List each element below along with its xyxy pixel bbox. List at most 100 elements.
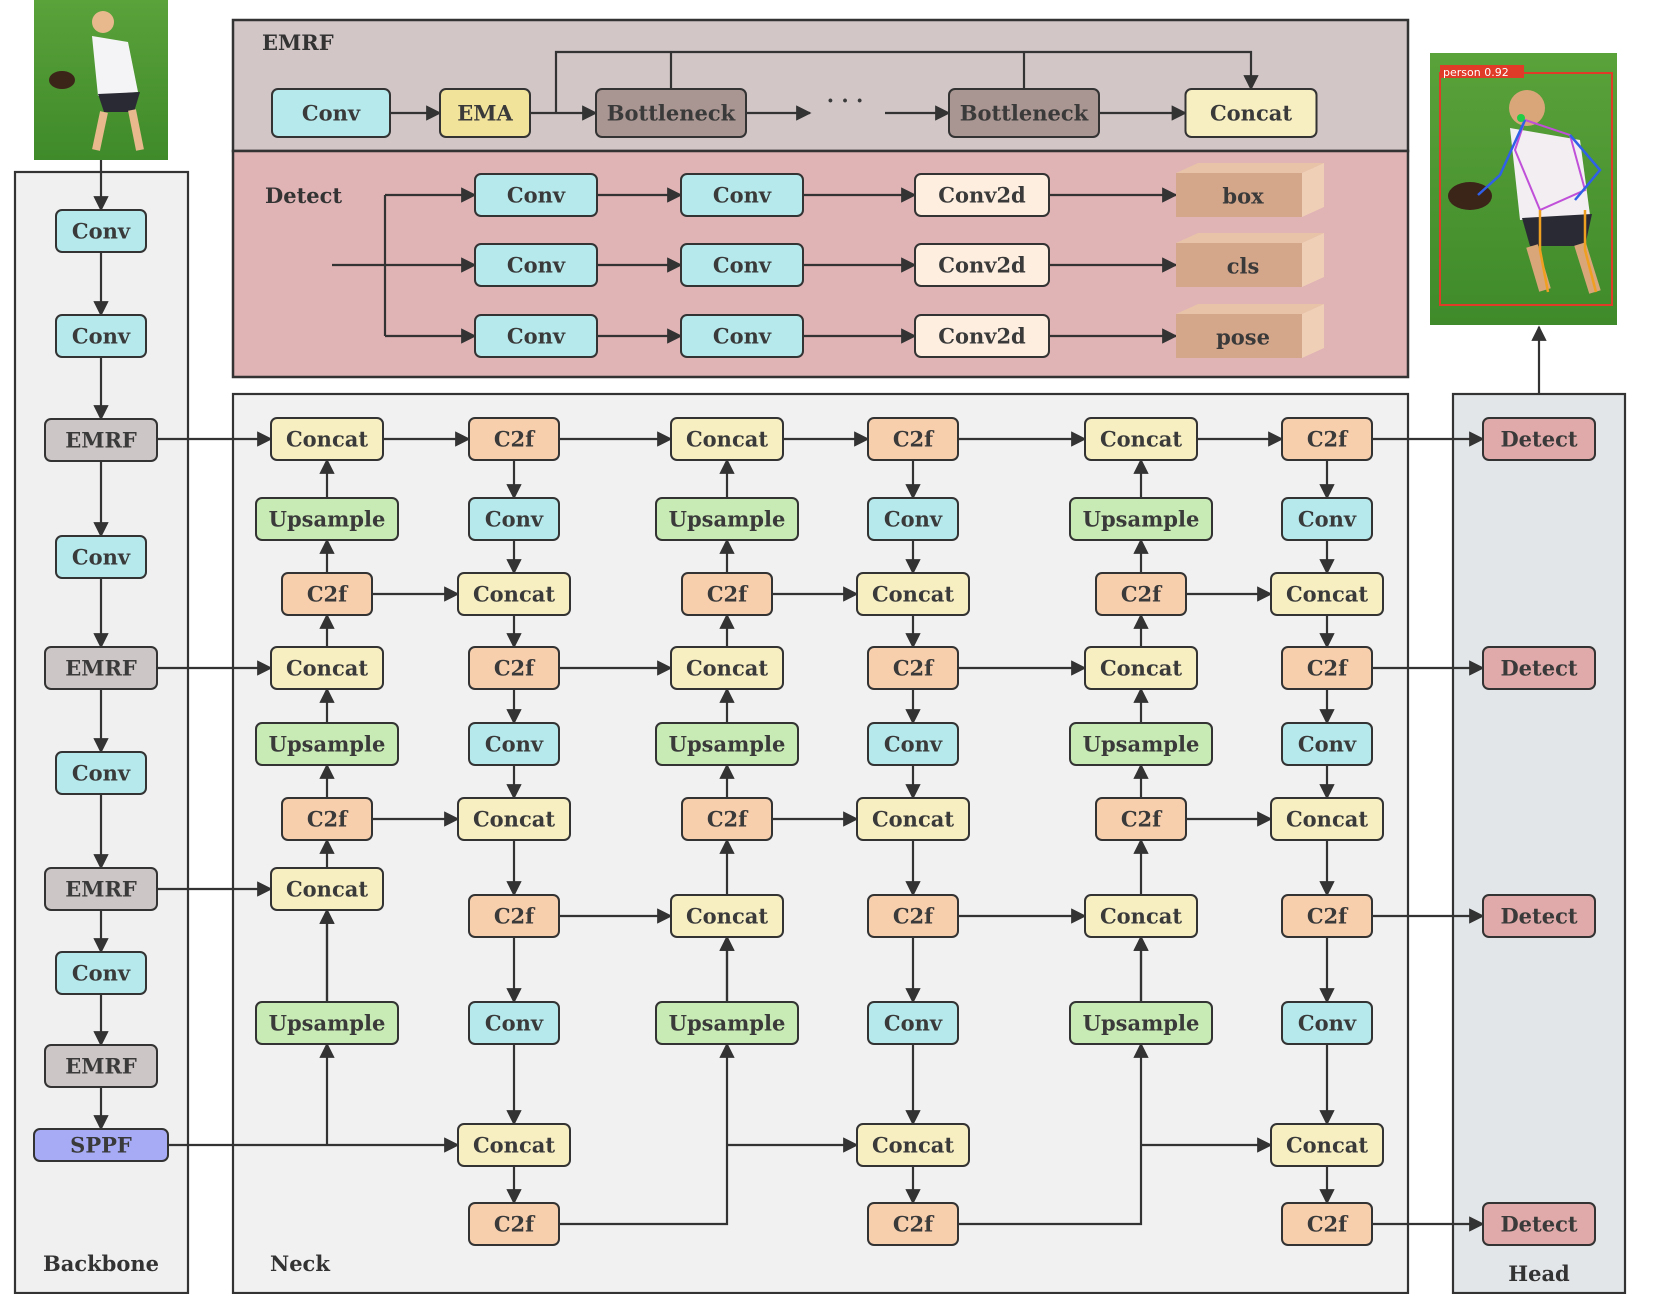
- block-label: box: [1222, 184, 1264, 209]
- block-box: [867, 1202, 959, 1246]
- block-c4-r774: C2f: [1095, 797, 1187, 841]
- block-label: Bottleneck: [960, 101, 1089, 126]
- block-label: EMRF: [65, 428, 137, 453]
- block-c4-r416: Concat: [1084, 417, 1198, 461]
- block-label: EMRF: [65, 656, 137, 681]
- block-box: [914, 243, 1050, 287]
- block-box: [670, 646, 784, 690]
- block-det-out-pose: pose: [1176, 304, 1324, 358]
- block-label: C2f: [494, 656, 536, 681]
- block-c3-r631: C2f: [867, 646, 959, 690]
- block-label: Conv2d: [938, 324, 1026, 349]
- block-c0-r416: Concat: [270, 417, 384, 461]
- block-label: Conv: [485, 732, 544, 757]
- block-label: Conv: [507, 324, 566, 349]
- output-cube-top: [1176, 304, 1324, 314]
- block-box: [670, 417, 784, 461]
- block-label: Conv: [1298, 507, 1357, 532]
- block-label: C2f: [494, 904, 536, 929]
- block-box: [867, 646, 959, 690]
- block-c4-r703: Upsample: [1069, 722, 1213, 766]
- block-c0-r840: Concat: [270, 867, 384, 911]
- head-panel-title: Head: [1508, 1261, 1570, 1286]
- block-det-c2d-1: Conv2d: [914, 173, 1050, 217]
- block-det-out-box: box: [1176, 163, 1324, 217]
- block-c1-r416: C2f: [468, 417, 560, 461]
- block-label: Bottleneck: [607, 101, 736, 126]
- block-box: [867, 1001, 959, 1045]
- block-c1-r491: Conv: [468, 497, 560, 541]
- block-box: [1482, 646, 1596, 690]
- block-c2-r561: C2f: [681, 572, 773, 616]
- block-box: [867, 894, 959, 938]
- block-bb-sppf: SPPF: [33, 1128, 169, 1162]
- block-box: [856, 572, 970, 616]
- block-box: [867, 417, 959, 461]
- block-label: Conv: [884, 507, 943, 532]
- block-c5-r1158: C2f: [1281, 1202, 1373, 1246]
- block-label: SPPF: [70, 1133, 132, 1158]
- block-box: [281, 572, 373, 616]
- block-box: [468, 646, 560, 690]
- block-box: [55, 209, 147, 253]
- block-box: [1281, 1001, 1373, 1045]
- block-c0-r561: C2f: [281, 572, 373, 616]
- block-box: [914, 314, 1050, 358]
- block-label: Concat: [1286, 582, 1368, 607]
- backbone-panel-title: Backbone: [43, 1251, 159, 1276]
- block-label: Conv: [507, 253, 566, 278]
- block-label: C2f: [307, 582, 349, 607]
- block-label: Concat: [686, 427, 768, 452]
- block-label: C2f: [893, 1212, 935, 1237]
- block-c0-r703: Upsample: [255, 722, 399, 766]
- block-c5-r1082: Concat: [1270, 1123, 1384, 1167]
- block-c1-r866: C2f: [468, 894, 560, 938]
- block-label: Upsample: [669, 732, 786, 757]
- block-box: [1069, 722, 1213, 766]
- block-label: C2f: [307, 807, 349, 832]
- block-head-det2: Detect: [1482, 646, 1596, 690]
- block-box: [44, 418, 158, 462]
- block-box: [1482, 1202, 1596, 1246]
- block-label: EMRF: [65, 1054, 137, 1079]
- block-c0-r631: Concat: [270, 646, 384, 690]
- block-label: C2f: [494, 427, 536, 452]
- detect-panel-title: Detect: [265, 183, 342, 208]
- block-label: Detect: [1500, 904, 1577, 929]
- block-box: [255, 1001, 399, 1045]
- block-box: [474, 173, 598, 217]
- block-label: Concat: [872, 582, 954, 607]
- block-c3-r866: C2f: [867, 894, 959, 938]
- block-c4-r866: Concat: [1084, 894, 1198, 938]
- block-box: [670, 894, 784, 938]
- block-det-conv-a3: Conv: [474, 314, 598, 358]
- block-box: [655, 722, 799, 766]
- block-label: C2f: [1307, 904, 1349, 929]
- block-box: [55, 535, 147, 579]
- block-box: [457, 797, 571, 841]
- block-label: Detect: [1500, 1212, 1577, 1237]
- block-label: Concat: [473, 582, 555, 607]
- output-image: person 0.92: [1430, 53, 1617, 325]
- block-c2-r631: Concat: [670, 646, 784, 690]
- block-box: [595, 88, 747, 138]
- block-box: [681, 797, 773, 841]
- block-bb-conv2: Conv: [55, 314, 147, 358]
- block-label: Concat: [686, 656, 768, 681]
- block-label: Conv: [884, 1011, 943, 1036]
- block-label: Conv: [713, 253, 772, 278]
- block-label: Upsample: [269, 507, 386, 532]
- block-box: [1184, 88, 1318, 138]
- block-box: [457, 572, 571, 616]
- block-label: EMA: [457, 101, 513, 126]
- block-box: [1281, 1202, 1373, 1246]
- block-box: [914, 173, 1050, 217]
- block-c0-r774: C2f: [281, 797, 373, 841]
- block-label: C2f: [1121, 582, 1163, 607]
- block-label: C2f: [893, 904, 935, 929]
- block-box: [680, 314, 804, 358]
- block-c1-r967: Conv: [468, 1001, 560, 1045]
- block-label: Concat: [1286, 807, 1368, 832]
- block-label: Detect: [1500, 427, 1577, 452]
- block-label: C2f: [1121, 807, 1163, 832]
